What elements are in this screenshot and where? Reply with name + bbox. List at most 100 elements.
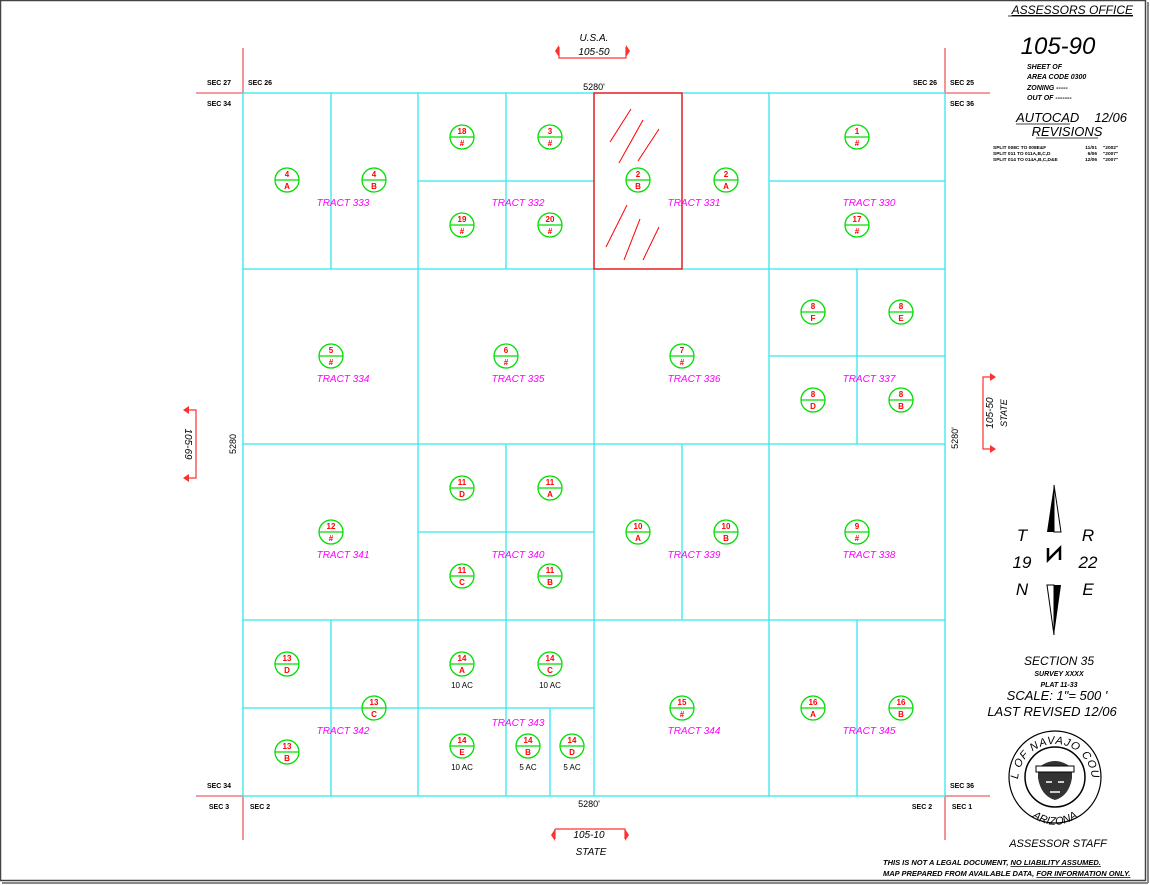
- parcel-number: 14: [458, 654, 467, 663]
- parcel-marker[interactable]: 15#: [669, 695, 695, 721]
- parcel-number: 1: [855, 127, 860, 136]
- parcel-suffix: C: [547, 666, 553, 675]
- tract-label: TRACT 334: [317, 374, 370, 385]
- parcel-marker[interactable]: 13B: [274, 739, 300, 765]
- parcel-marker[interactable]: 4B: [361, 167, 387, 193]
- dimension-left: 5280: [228, 434, 238, 454]
- parcel-acreage: 10 AC: [451, 763, 473, 772]
- parcel-marker[interactable]: 19#: [449, 212, 475, 238]
- adjacent-map-east[interactable]: 105-50 STATE: [982, 373, 1009, 453]
- adjacent-map-north[interactable]: U.S.A. 105-50: [555, 33, 630, 59]
- parcel-marker[interactable]: 13C: [361, 695, 387, 721]
- parcel-marker[interactable]: 16A: [800, 695, 826, 721]
- parcel-number: 9: [855, 522, 860, 531]
- parcel-marker[interactable]: 8D: [800, 387, 826, 413]
- disclaimer-info-only: FOR INFORMATION ONLY.: [1036, 869, 1130, 878]
- parcel-suffix: B: [371, 182, 377, 191]
- disclaimer: THIS IS NOT A LEGAL DOCUMENT, NO LIABILI…: [883, 858, 1130, 878]
- parcel-marker[interactable]: 9#: [844, 519, 870, 545]
- parcel-marker[interactable]: 3#: [537, 124, 563, 150]
- parcel-acreage: 10 AC: [539, 681, 561, 690]
- tract-label: TRACT 330: [843, 198, 896, 209]
- autocad-label: AUTOCAD: [1015, 110, 1079, 125]
- title-block: ASSESSORS OFFICE 105-90 SHEET OF AREA CO…: [993, 3, 1134, 163]
- parcel-suffix: A: [635, 534, 641, 543]
- parcel-number: 13: [283, 654, 292, 663]
- parcel-marker[interactable]: 5#: [318, 343, 344, 369]
- parcel-number: 19: [458, 215, 467, 224]
- parcel-marker[interactable]: 1#: [844, 124, 870, 150]
- parcel-suffix: B: [723, 534, 729, 543]
- parcel-marker[interactable]: 7#: [669, 343, 695, 369]
- parcel-marker[interactable]: 12#: [318, 519, 344, 545]
- parcel-marker[interactable]: 8E: [888, 299, 914, 325]
- adjacent-map-south[interactable]: 105-10 STATE: [551, 828, 629, 858]
- parcel-number: 5: [329, 346, 334, 355]
- office-title: ASSESSORS OFFICE: [1011, 3, 1134, 17]
- parcel-suffix: A: [459, 666, 465, 675]
- parcel-suffix: B: [898, 710, 904, 719]
- parcel-suffix: E: [459, 748, 465, 757]
- revision-date: 11/01: [1085, 145, 1097, 151]
- section-label: SEC 26: [913, 80, 937, 87]
- parcel-marker[interactable]: 17#: [844, 212, 870, 238]
- svg-text:THIS IS NOT A LEGAL DOCUMENT,: THIS IS NOT A LEGAL DOCUMENT, NO LIABILI…: [883, 858, 1101, 867]
- parcel-marker[interactable]: 6#: [493, 343, 519, 369]
- parcel-suffix: F: [811, 314, 816, 323]
- parcel-number: 4: [285, 170, 290, 179]
- dimension-top: 5280': [583, 82, 605, 92]
- parcel-number: 10: [634, 522, 643, 531]
- east-owner: STATE: [999, 398, 1009, 427]
- sheet-label: SHEET OF: [1027, 64, 1063, 71]
- parcel-marker[interactable]: 11B: [537, 563, 563, 589]
- revision-year: "2002": [1103, 145, 1118, 151]
- adjacent-map-west[interactable]: 105-69: [182, 406, 197, 482]
- parcel-number: 12: [327, 522, 336, 531]
- parcel-suffix: #: [460, 139, 465, 148]
- parcel-marker[interactable]: 2B: [625, 167, 651, 193]
- parcel-marker[interactable]: 8F: [800, 299, 826, 325]
- parcel-marker[interactable]: 11A: [537, 475, 563, 501]
- section-label: SEC 1: [952, 804, 972, 811]
- section-info: SECTION 35 SURVEY XXXX PLAT 11-33 SCALE:…: [987, 654, 1117, 850]
- parcel-marker[interactable]: 4A: [274, 167, 300, 193]
- revision-date: 12/06: [1085, 157, 1097, 163]
- zoning: ZONING -----: [1026, 85, 1068, 92]
- range-r: R: [1082, 526, 1094, 545]
- parcel-suffix: C: [371, 710, 377, 719]
- revision-year: "2007": [1103, 151, 1118, 157]
- parcel-marker[interactable]: 13D: [274, 651, 300, 677]
- svg-text:MAP PREPARED FROM AVAILABLE DA: MAP PREPARED FROM AVAILABLE DATA, FOR IN…: [883, 869, 1130, 878]
- parcel-marker[interactable]: 16B: [888, 695, 914, 721]
- parcel-marker[interactable]: 10A: [625, 519, 651, 545]
- parcel-acreage: 5 AC: [563, 763, 581, 772]
- parcel-marker[interactable]: 11C: [449, 563, 475, 589]
- parcel-marker[interactable]: 8B: [888, 387, 914, 413]
- parcel-marker[interactable]: 11D: [449, 475, 475, 501]
- west-map-ref: 105-69: [182, 428, 193, 460]
- parcel-acreage: 5 AC: [519, 763, 537, 772]
- parcel-marker[interactable]: 18#: [449, 124, 475, 150]
- tract-label: TRACT 335: [492, 374, 545, 385]
- parcel-suffix: E: [898, 314, 904, 323]
- south-map-ref: 105-10: [573, 830, 605, 841]
- revision-date: 6/06: [1088, 151, 1098, 157]
- parcel-marker[interactable]: 20#: [537, 212, 563, 238]
- parcel-marker[interactable]: 2A: [713, 167, 739, 193]
- highlighted-parcel-2b[interactable]: [593, 92, 683, 270]
- parcel-number: 11: [458, 566, 467, 575]
- tract-label: TRACT 337: [843, 374, 896, 385]
- parcel-number: 2: [724, 170, 729, 179]
- parcel-marker[interactable]: 10B: [713, 519, 739, 545]
- parcel-suffix: A: [284, 182, 290, 191]
- parcel-number: 17: [853, 215, 862, 224]
- township-direction: N: [1016, 580, 1029, 599]
